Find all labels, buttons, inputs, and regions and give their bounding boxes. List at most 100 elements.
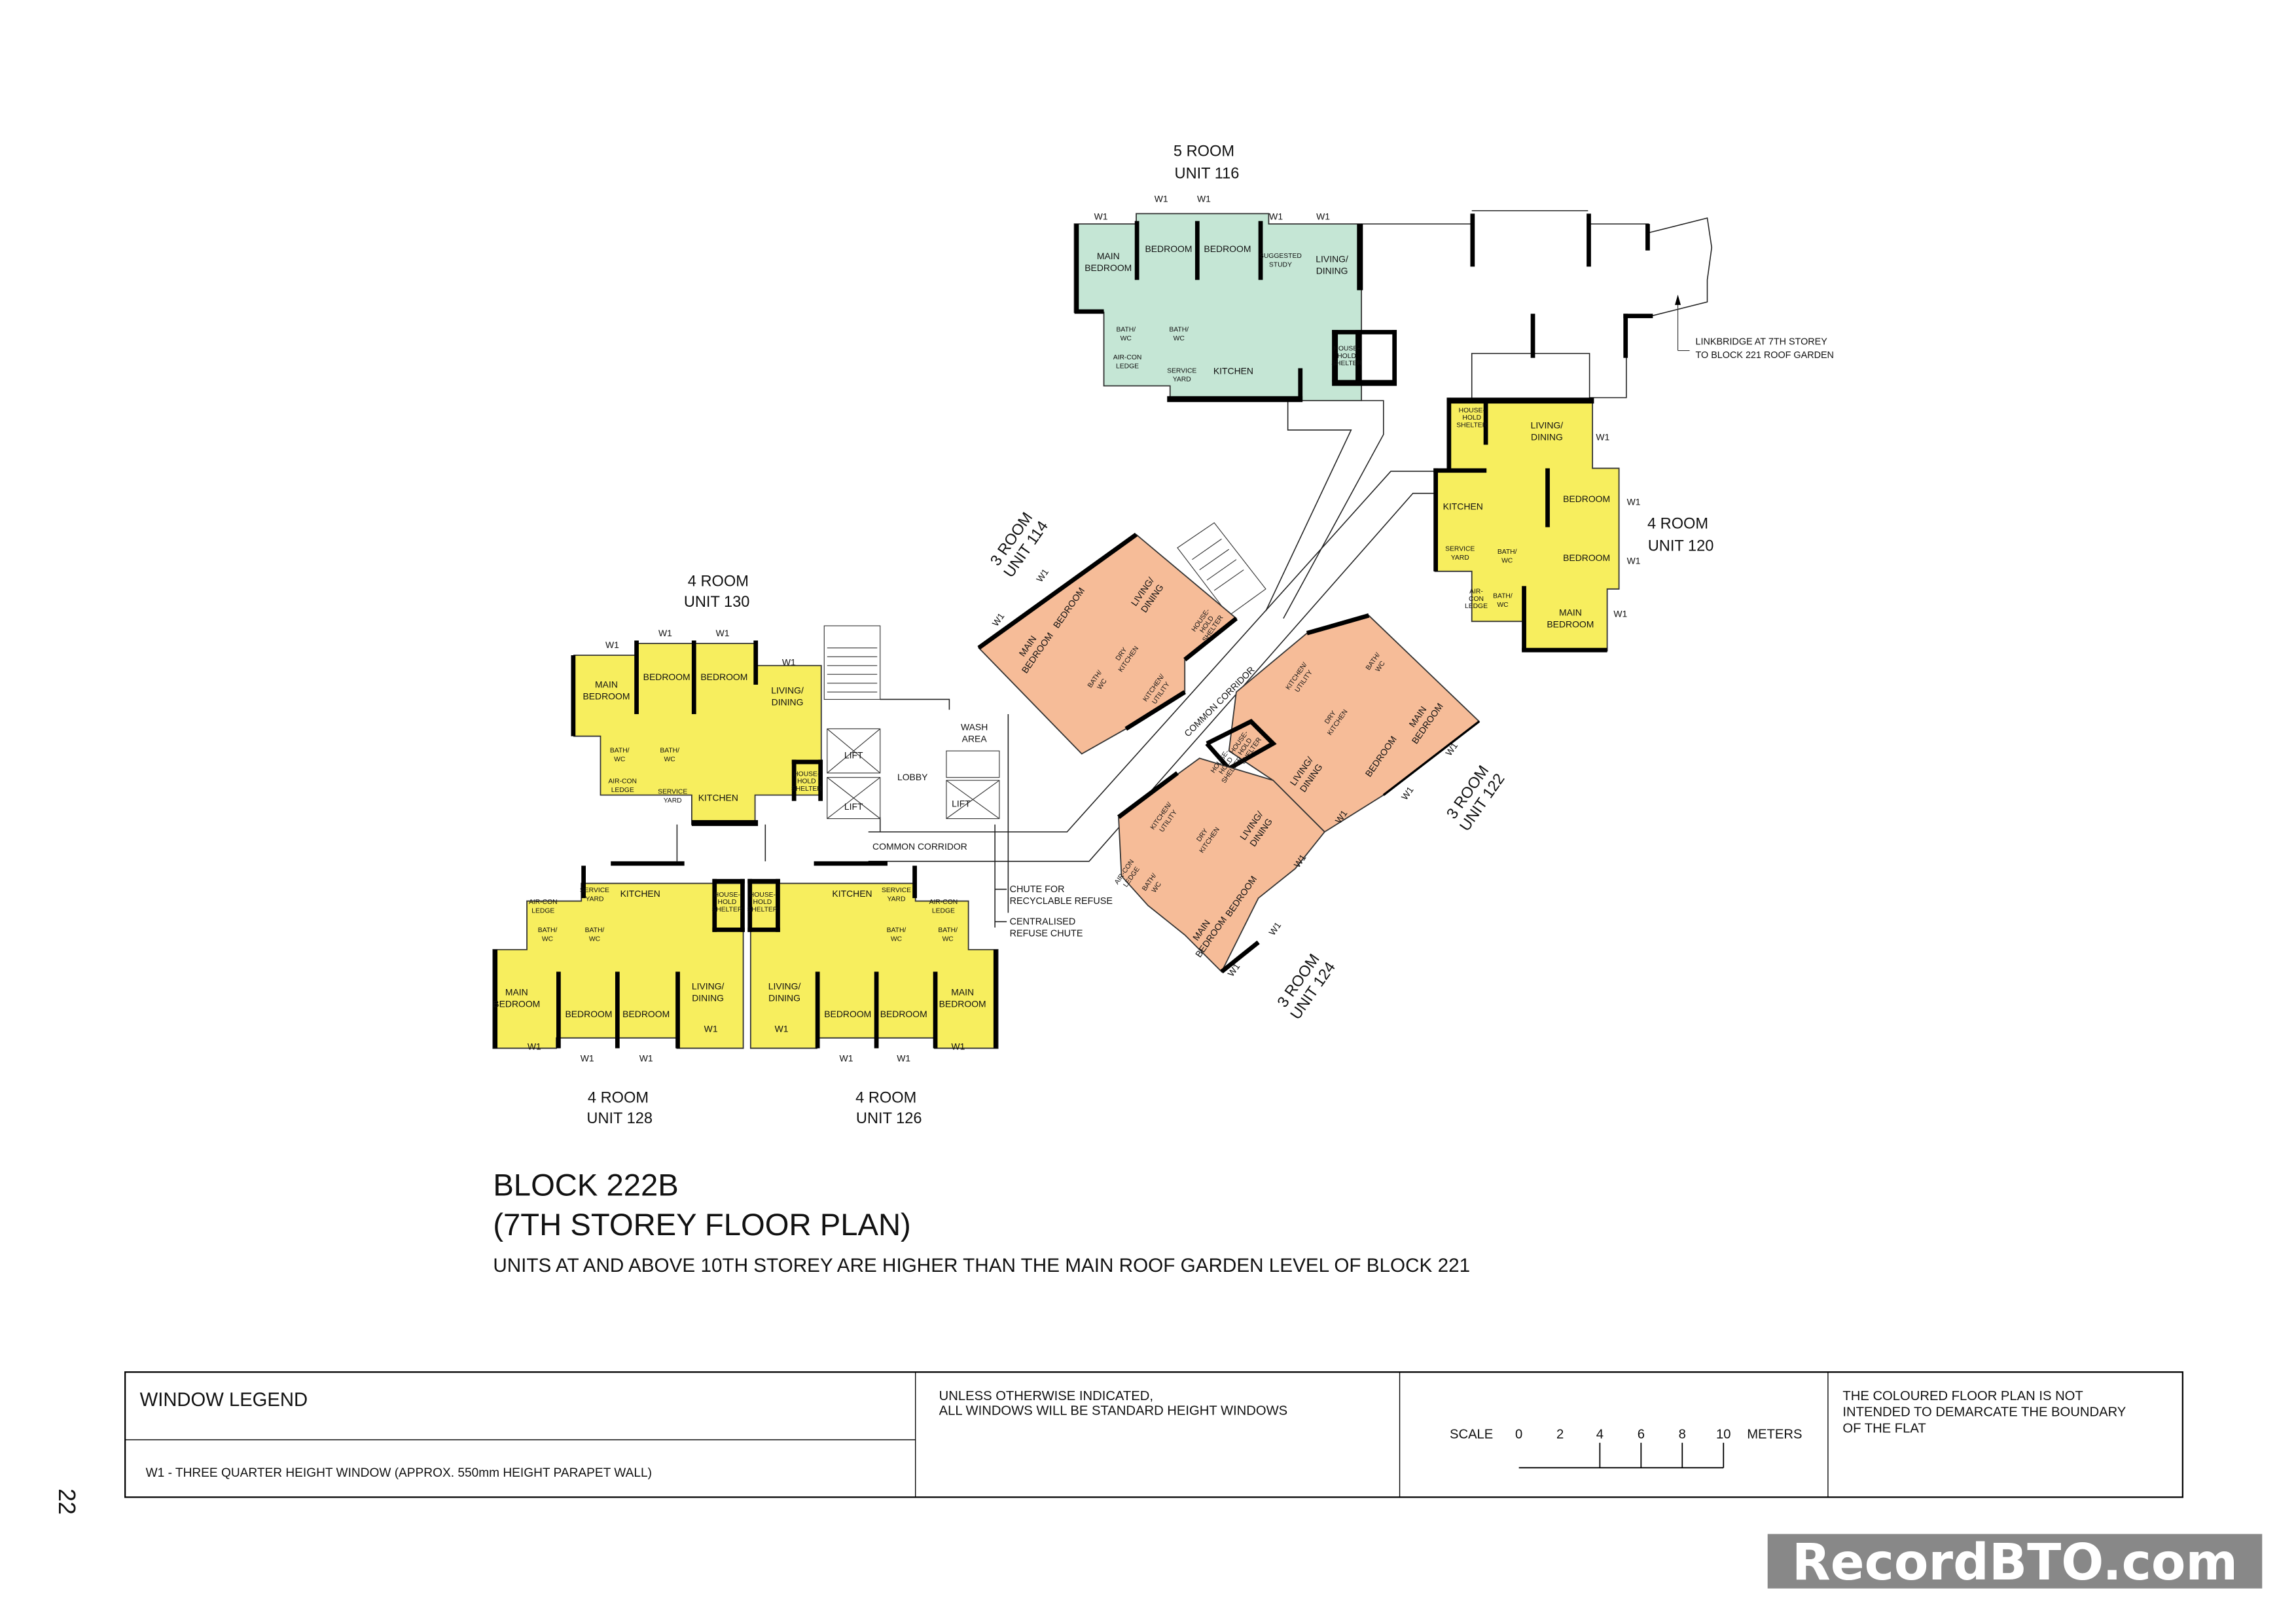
window-tag-label: W1: [658, 628, 672, 638]
unit-number-label: UNIT 116: [1175, 165, 1240, 182]
unit-type-label: 5 ROOM: [1174, 143, 1234, 160]
room-label: BEDROOM: [493, 998, 540, 1009]
room-label: LIVING/: [1531, 420, 1564, 431]
room-label: SHELTER: [791, 785, 822, 793]
window-tag-label: W1: [1613, 609, 1627, 619]
room-label: AIR-CON: [529, 899, 558, 906]
room-label: HOUSE-: [714, 892, 740, 899]
room-label: 4: [1596, 1427, 1604, 1441]
room-label: BEDROOM: [1547, 619, 1594, 629]
room-label: BATH/WC: [1498, 549, 1517, 564]
room-label: MAIN: [1097, 251, 1120, 261]
room-label: LEDGE: [1465, 603, 1488, 610]
window-tag-label: W1: [1197, 193, 1211, 204]
room-label: BATH/WC: [610, 747, 630, 763]
room-label: SERVICE YARD: [658, 788, 687, 804]
room-label: LEDGE: [932, 908, 955, 915]
room-label: INTENDED TO DEMARCATE THE BOUNDARY: [1842, 1405, 2126, 1420]
room-label: BEDROOM: [1145, 244, 1192, 254]
window-tag-label: W1: [704, 1024, 718, 1034]
room-label: UNLESS OTHERWISE INDICATED,: [939, 1389, 1153, 1403]
room-label: BATH/WC: [1116, 326, 1136, 342]
room-label: HOLD: [718, 899, 737, 906]
disclaimer: THE COLOURED FLOOR PLAN IS NOT INTENDED T…: [1842, 1389, 2126, 1435]
room-label: BEDROOM: [700, 672, 747, 682]
room-label: 4 ROOM: [855, 1090, 916, 1107]
room-label: HOUSE-: [1459, 407, 1485, 414]
room-label: AIR-CONLEDGE: [1113, 858, 1143, 891]
room-label: HOLD: [1337, 353, 1356, 360]
room-label: BATH/WC: [585, 927, 605, 943]
room-label: CON: [1469, 596, 1484, 603]
room-label: WC: [1497, 602, 1509, 609]
room-label: HOUSE-: [793, 770, 819, 778]
scale-bar: SCALE 0 2 4 6 8 10 METERS: [1450, 1427, 1802, 1469]
legend-w1: W1 - THREE QUARTER HEIGHT WINDOW (APPROX…: [146, 1466, 652, 1480]
room-label: BATH/: [1493, 592, 1513, 600]
room-label: WASH: [961, 722, 988, 732]
room-label: SCALE: [1450, 1427, 1493, 1441]
room-label: LIVING/DINING: [768, 981, 801, 1003]
window-tag-label: W1: [1094, 211, 1108, 221]
room-label: DINING: [772, 696, 804, 707]
room-label: HOUSE-: [749, 892, 776, 899]
room-label: LEDGE: [531, 908, 554, 915]
room-label: BATH/WC: [1493, 592, 1513, 608]
room-label: 8: [1679, 1427, 1686, 1441]
room-label: BEDROOM: [583, 691, 630, 701]
room-label: LIVING/: [1316, 254, 1348, 264]
window-tag-label: W1: [639, 1053, 653, 1064]
room-label: SERVICE: [658, 788, 687, 795]
room-label: BATH/: [887, 927, 906, 934]
room-label: SHELTER: [711, 906, 742, 913]
room-label: AIR-CON: [1113, 354, 1142, 361]
room-label: 2: [1556, 1427, 1564, 1441]
room-label: THE COLOURED FLOOR PLAN IS NOT: [1842, 1389, 2083, 1403]
staircase-114: [1177, 522, 1266, 617]
room-label: BATH/WC: [538, 927, 558, 943]
window-tag-label: W1: [716, 628, 730, 638]
room-label: AIR-CON: [929, 899, 958, 906]
block-title: BLOCK 222B: [493, 1168, 678, 1202]
room-label: BEDROOM: [1563, 552, 1610, 563]
room-label: BEDROOM: [1204, 244, 1251, 254]
room-label: ALL WINDOWS WILL BE STANDARD HEIGHT WIND…: [939, 1403, 1287, 1418]
watermark: RecordBTO.com: [1767, 1534, 2263, 1592]
room-label: SERVICE: [882, 887, 911, 894]
lift-label: LIFT: [952, 799, 971, 809]
room-label: BATH/WC: [1169, 326, 1189, 342]
room-label: KITCHEN: [1443, 501, 1483, 511]
window-tag-label: W1: [581, 1053, 594, 1064]
room-label: WC: [542, 935, 554, 943]
room-label: SERVICE: [580, 887, 609, 894]
room-label: WC: [614, 756, 626, 763]
room-label: DINING: [692, 992, 724, 1003]
room-label: AIR-CON: [608, 778, 637, 785]
unit-122[interactable]: 3 ROOMUNIT 122 KITCHEN/UTILITY BATH/WC D…: [1205, 613, 1509, 835]
window-tag-label: W1: [1269, 211, 1283, 221]
room-label: KITCHEN: [698, 793, 738, 803]
unit-114[interactable]: 3 ROOMUNIT 114 MAINBEDROOM BEDROOM LIVIN…: [977, 508, 1238, 755]
room-label: HOLD: [753, 899, 772, 906]
room-label: SHELTER: [1456, 422, 1487, 429]
window-tag-label: W1: [897, 1053, 910, 1064]
room-label: OF THE FLAT: [1842, 1421, 1926, 1435]
room-label: YARD: [664, 797, 682, 804]
room-label: 4 ROOM: [1647, 516, 1708, 533]
room-label: WC: [1121, 335, 1132, 342]
